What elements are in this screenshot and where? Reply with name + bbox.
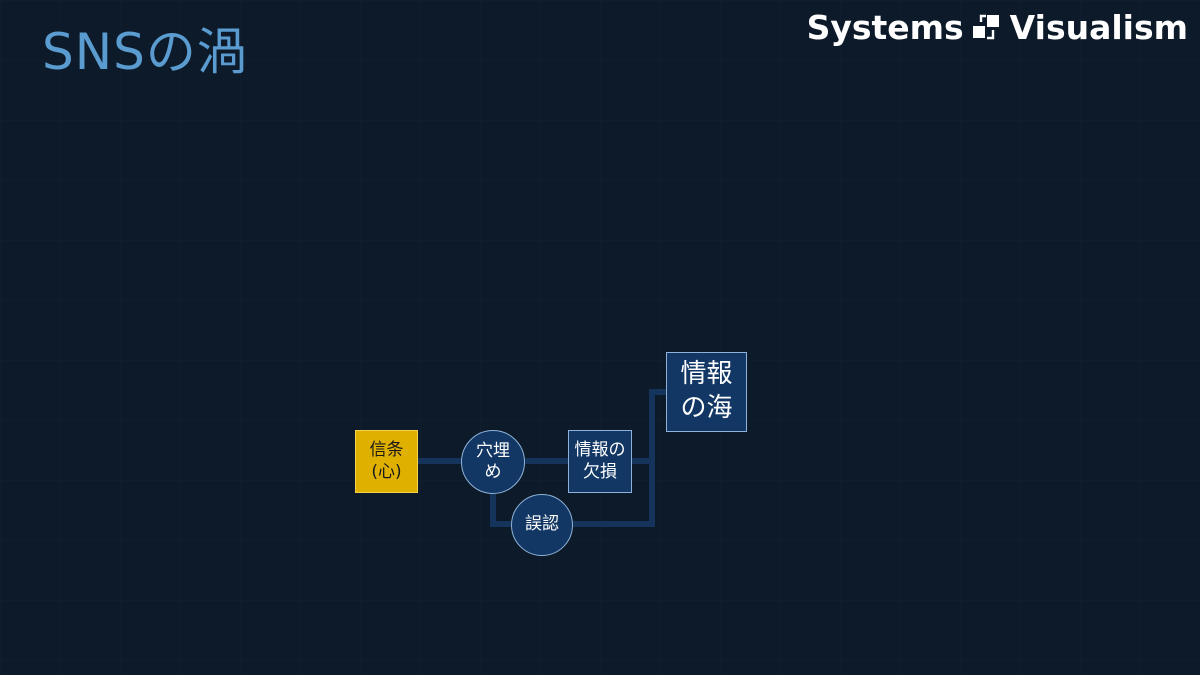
node-info-sea-line1: 情報: [680, 359, 733, 390]
node-info-lack: 情報の 欠損: [568, 430, 632, 493]
node-info-lack-line2: 欠損: [583, 461, 617, 482]
node-info-sea-line2: の海: [680, 393, 733, 423]
node-hole-filling-line2: め: [484, 462, 502, 482]
logo-mark-icon: [972, 14, 999, 39]
node-hole-filling-line1: 穴埋: [476, 440, 510, 461]
page-title: SNSの渦: [42, 23, 248, 81]
node-hole-filling: 穴埋 め: [461, 430, 525, 494]
brand-logo: Systems Visualism: [807, 8, 1188, 47]
node-info-lack-line1: 情報の: [574, 440, 626, 461]
node-info-sea: 情報 の海: [666, 352, 747, 432]
node-misreading-label: 誤認: [525, 514, 559, 535]
logo-text-right: Visualism: [1009, 8, 1188, 47]
node-misreading: 誤認: [511, 494, 573, 556]
connector-hole-misread: [490, 494, 511, 527]
node-belief-line1: 信条: [369, 440, 404, 461]
node-belief-line2: (心): [371, 461, 402, 482]
logo-text-left: Systems: [806, 8, 964, 47]
connector-lack-sea: [632, 389, 666, 464]
node-belief: 信条 (心): [355, 430, 418, 493]
connector-misread-sea: [573, 461, 655, 527]
